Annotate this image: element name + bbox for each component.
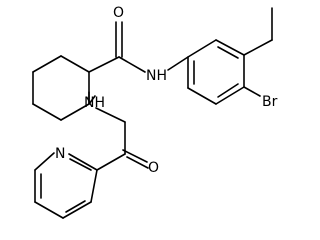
bond — [215, 86, 245, 105]
bond — [32, 103, 62, 121]
bond — [68, 153, 98, 171]
benzene-ring — [187, 39, 245, 105]
pyridine-ring — [34, 152, 98, 219]
bond — [167, 56, 189, 71]
aromatic-inner-bond — [217, 83, 239, 98]
bond — [118, 56, 146, 73]
bond — [60, 103, 90, 121]
bond — [34, 201, 64, 219]
nh-label-amide: NH — [146, 68, 167, 84]
aromatic-inner-bond — [65, 200, 86, 213]
molecule-svg: O NH Br NH O N — [32, 5, 278, 219]
bond — [60, 55, 90, 73]
bond — [34, 152, 55, 171]
upper-amide — [88, 21, 146, 73]
bond — [62, 201, 92, 219]
nh-label-lower: NH — [84, 95, 105, 111]
bond — [32, 55, 62, 73]
oxygen-label-top: O — [113, 5, 124, 21]
aromatic-inner-bond — [217, 46, 239, 59]
bromine-bond — [243, 86, 261, 97]
bond — [96, 153, 126, 171]
oxygen-label-bottom: O — [148, 160, 159, 176]
cyclohexane-ring — [32, 55, 90, 121]
bond — [88, 56, 120, 73]
bond — [95, 107, 126, 123]
bond — [90, 169, 98, 203]
bond — [187, 87, 217, 105]
bond — [88, 95, 96, 105]
bromine-label: Br — [262, 94, 278, 110]
lower-amide — [88, 91, 149, 171]
bond — [187, 39, 217, 58]
structure-diagram: O NH Br NH O N — [32, 5, 278, 219]
bond — [215, 39, 245, 56]
pyridine-nitrogen-label: N — [55, 146, 65, 162]
carbonyl-bond — [126, 156, 149, 169]
carbonyl-bond — [122, 149, 148, 163]
aromatic-inner-bond — [69, 158, 92, 171]
methyl-bond — [243, 39, 273, 56]
